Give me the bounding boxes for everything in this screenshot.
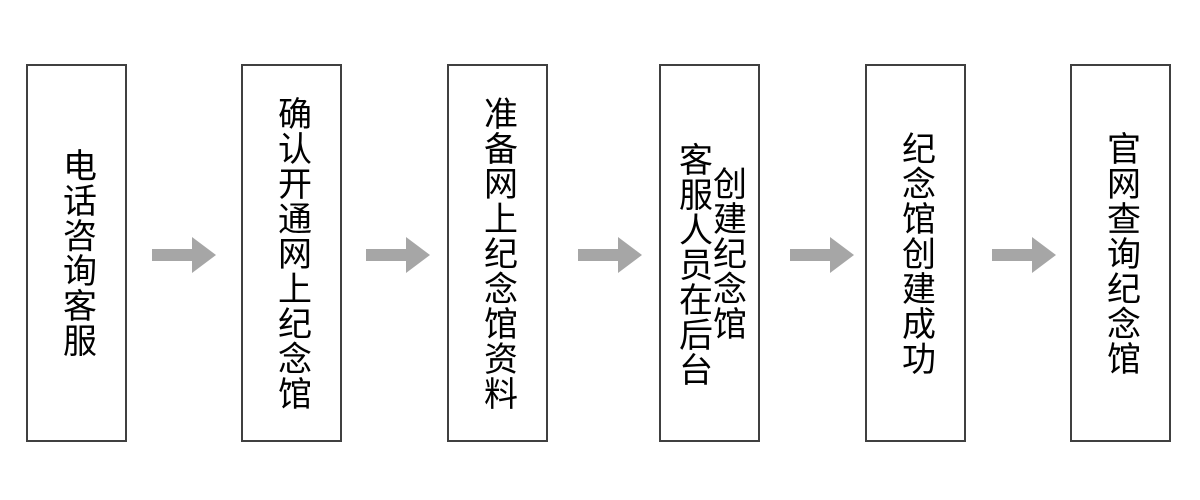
- flow-node-3-label: 准备网上纪念馆资料: [477, 95, 518, 411]
- arrow-right-icon: [578, 237, 642, 273]
- flow-node-4-label-secondary: 客服人员在后台: [672, 142, 713, 387]
- flow-arrow-3: [578, 235, 642, 275]
- arrow-right-icon: [992, 237, 1056, 273]
- flow-node-3[interactable]: 准备网上纪念馆资料: [447, 64, 548, 442]
- flow-node-6[interactable]: 官网查询纪念馆: [1070, 64, 1171, 442]
- arrow-right-icon: [366, 237, 430, 273]
- flow-arrow-5: [992, 235, 1056, 275]
- flow-arrow-1: [152, 235, 216, 275]
- flow-node-1[interactable]: 电话咨询客服: [26, 64, 127, 442]
- flow-arrow-4: [790, 235, 854, 275]
- flow-node-5-label: 纪念馆创建成功: [895, 130, 936, 376]
- flow-node-2[interactable]: 确认开通网上纪念馆: [241, 64, 342, 442]
- arrow-right-icon: [790, 237, 854, 273]
- flow-node-1-label: 电话咨询客服: [56, 148, 97, 358]
- flow-node-5[interactable]: 纪念馆创建成功: [865, 64, 966, 442]
- flow-arrow-2: [366, 235, 430, 275]
- flow-node-4-label-primary: 创建纪念馆: [706, 165, 747, 341]
- flow-node-6-label: 官网查询纪念馆: [1100, 130, 1141, 376]
- flow-node-4[interactable]: 创建纪念馆 客服人员在后台: [659, 64, 760, 442]
- arrow-right-icon: [152, 237, 216, 273]
- flow-node-2-label: 确认开通网上纪念馆: [271, 95, 312, 411]
